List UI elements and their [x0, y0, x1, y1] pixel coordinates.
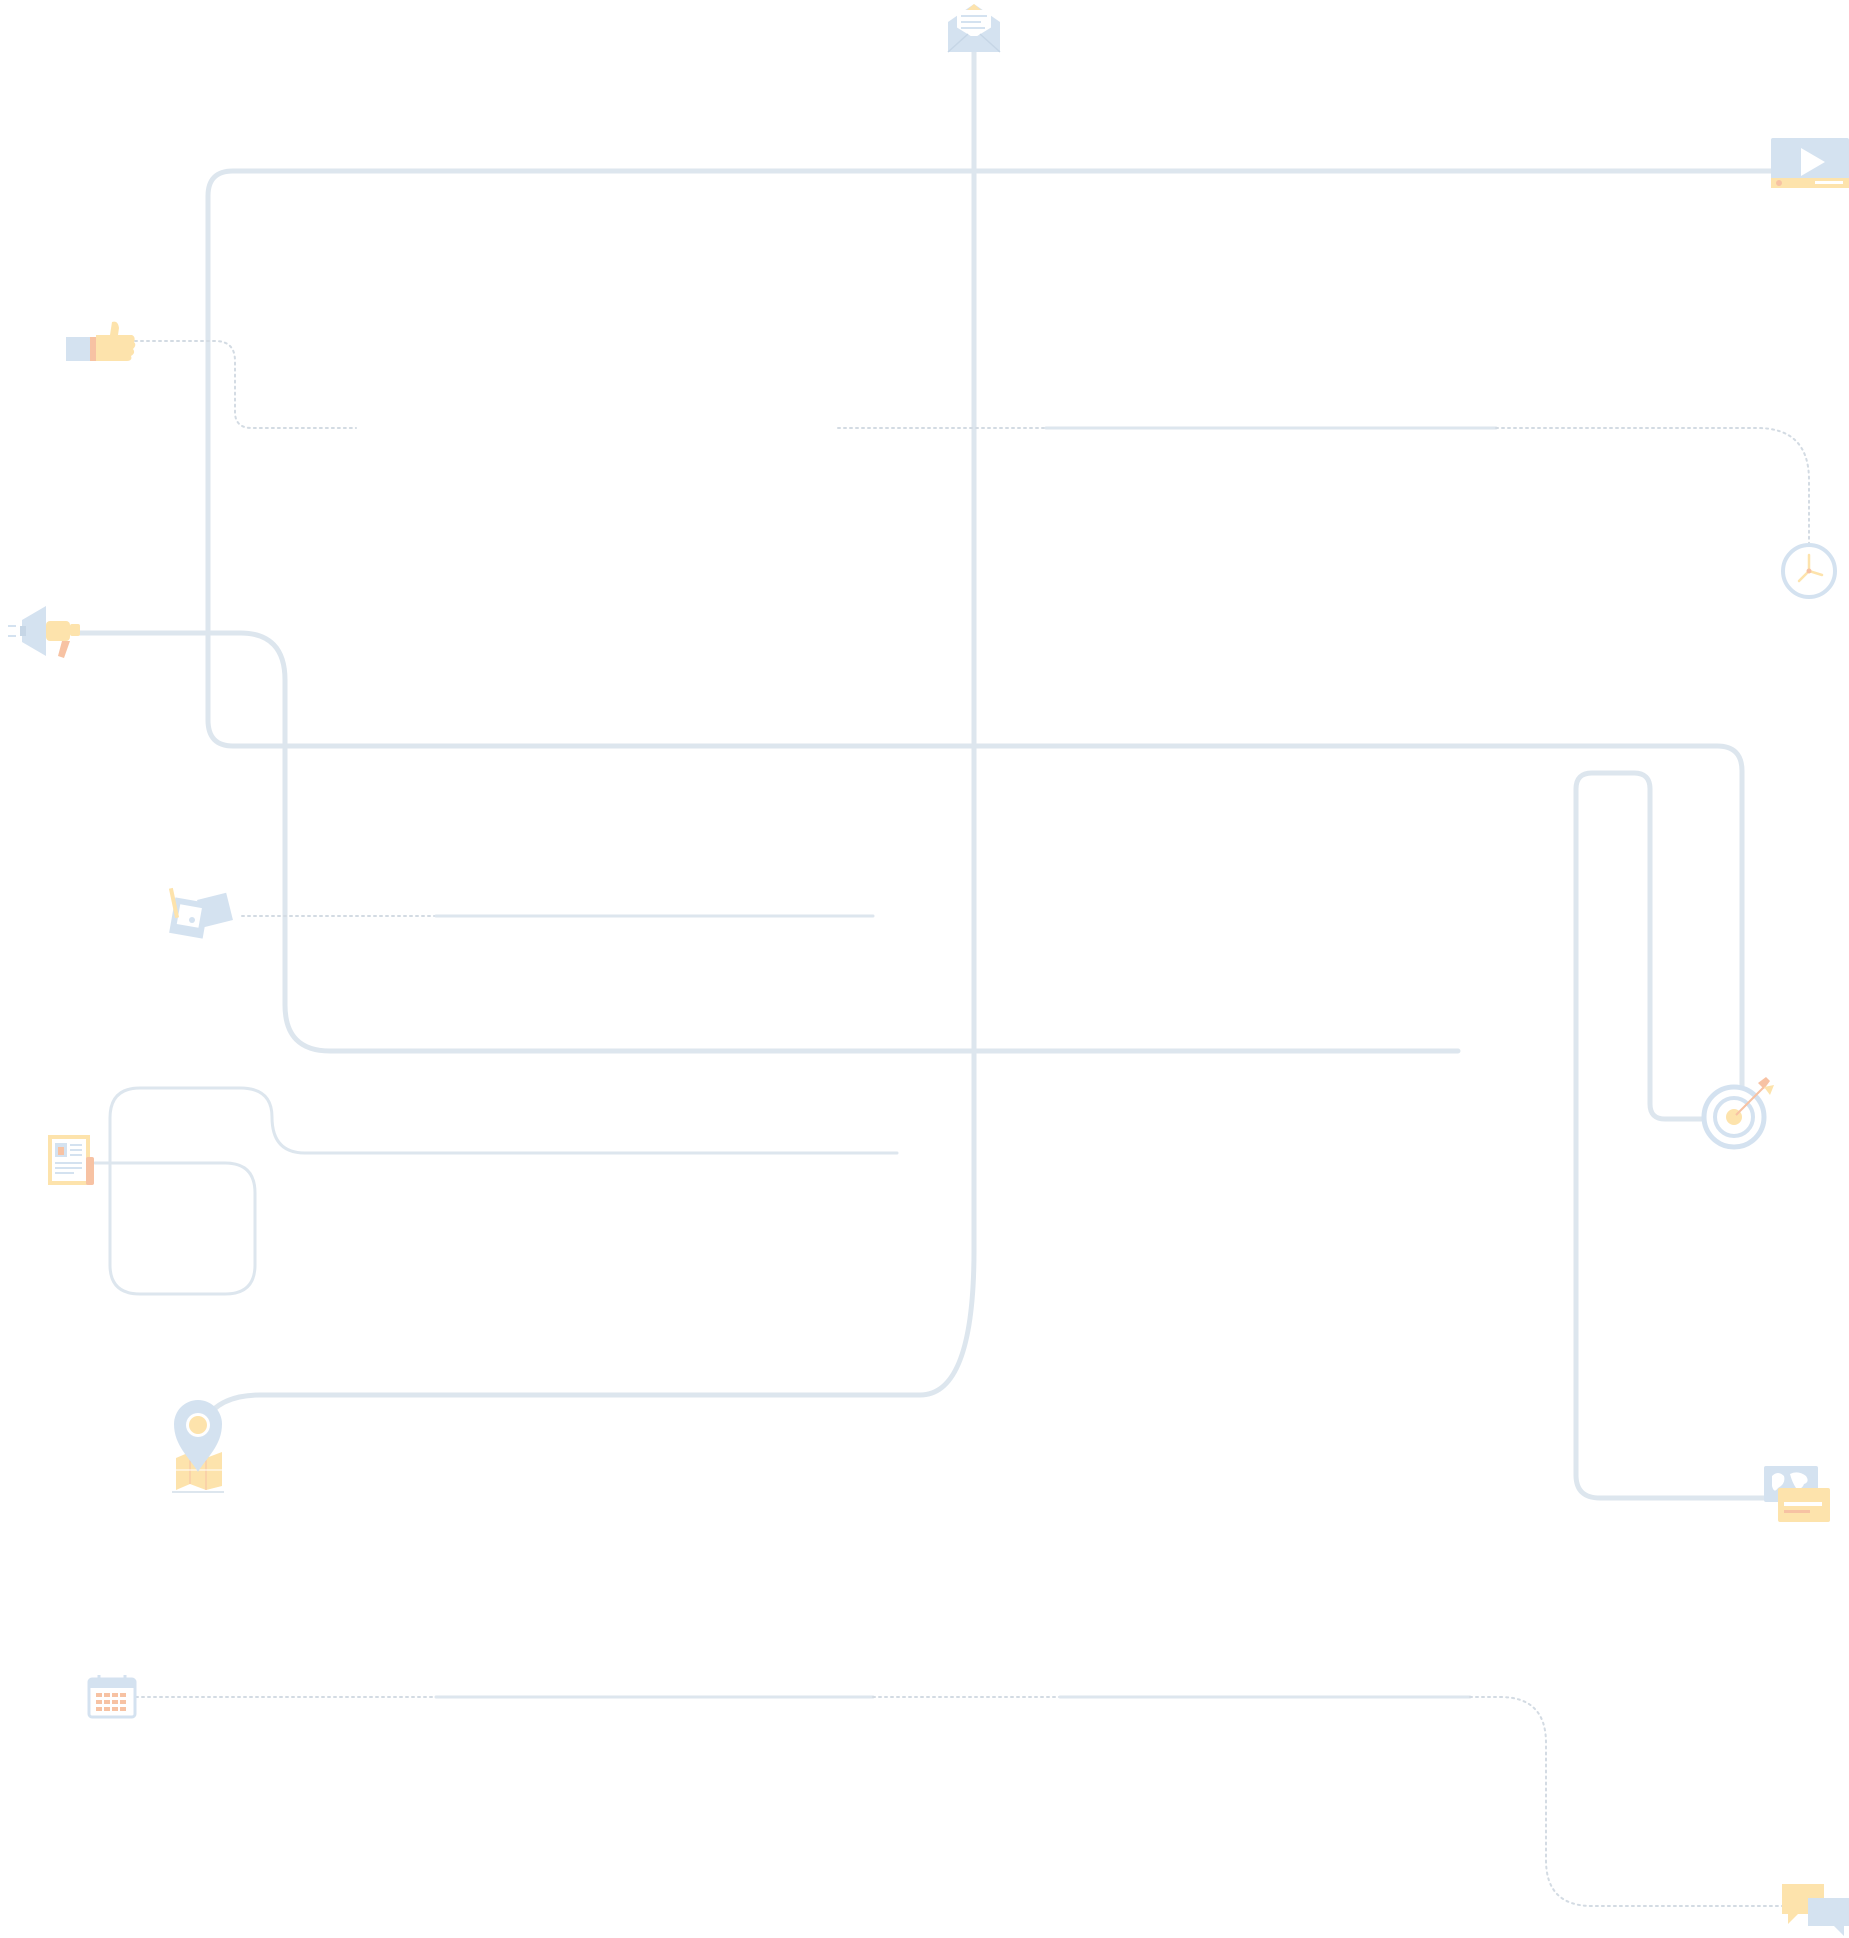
world-map-icon: [1764, 1466, 1830, 1522]
id-card-icon: [48, 1135, 94, 1185]
map-pin-icon: [172, 1400, 224, 1493]
connector-envelope-to-map-pin: [202, 45, 977, 1423]
connector-thumbs-up: [134, 340, 357, 429]
chat-bubbles-icon: [1782, 1884, 1849, 1936]
megaphone-icon: [8, 606, 80, 658]
thumbs-up-icon: [66, 321, 136, 361]
connector-calendar-dotted-3: [1469, 1696, 1786, 1907]
target-icon: [1701, 1077, 1774, 1150]
connector-target-to-world-map: [1573, 770, 1773, 1501]
photos-icon: [168, 887, 233, 939]
connector-megaphone-loop: [77, 630, 1461, 1054]
connector-video-loop: [205, 168, 1778, 1093]
envelope-icon: [947, 4, 1001, 53]
calendar-icon: [87, 1675, 137, 1719]
video-player-icon: [1771, 138, 1849, 188]
connector-lines: [77, 45, 1810, 1907]
connector-clock-dotted-right: [1495, 427, 1810, 544]
clock-icon: [1781, 543, 1837, 599]
connector-id-card-loop: [93, 1086, 899, 1296]
